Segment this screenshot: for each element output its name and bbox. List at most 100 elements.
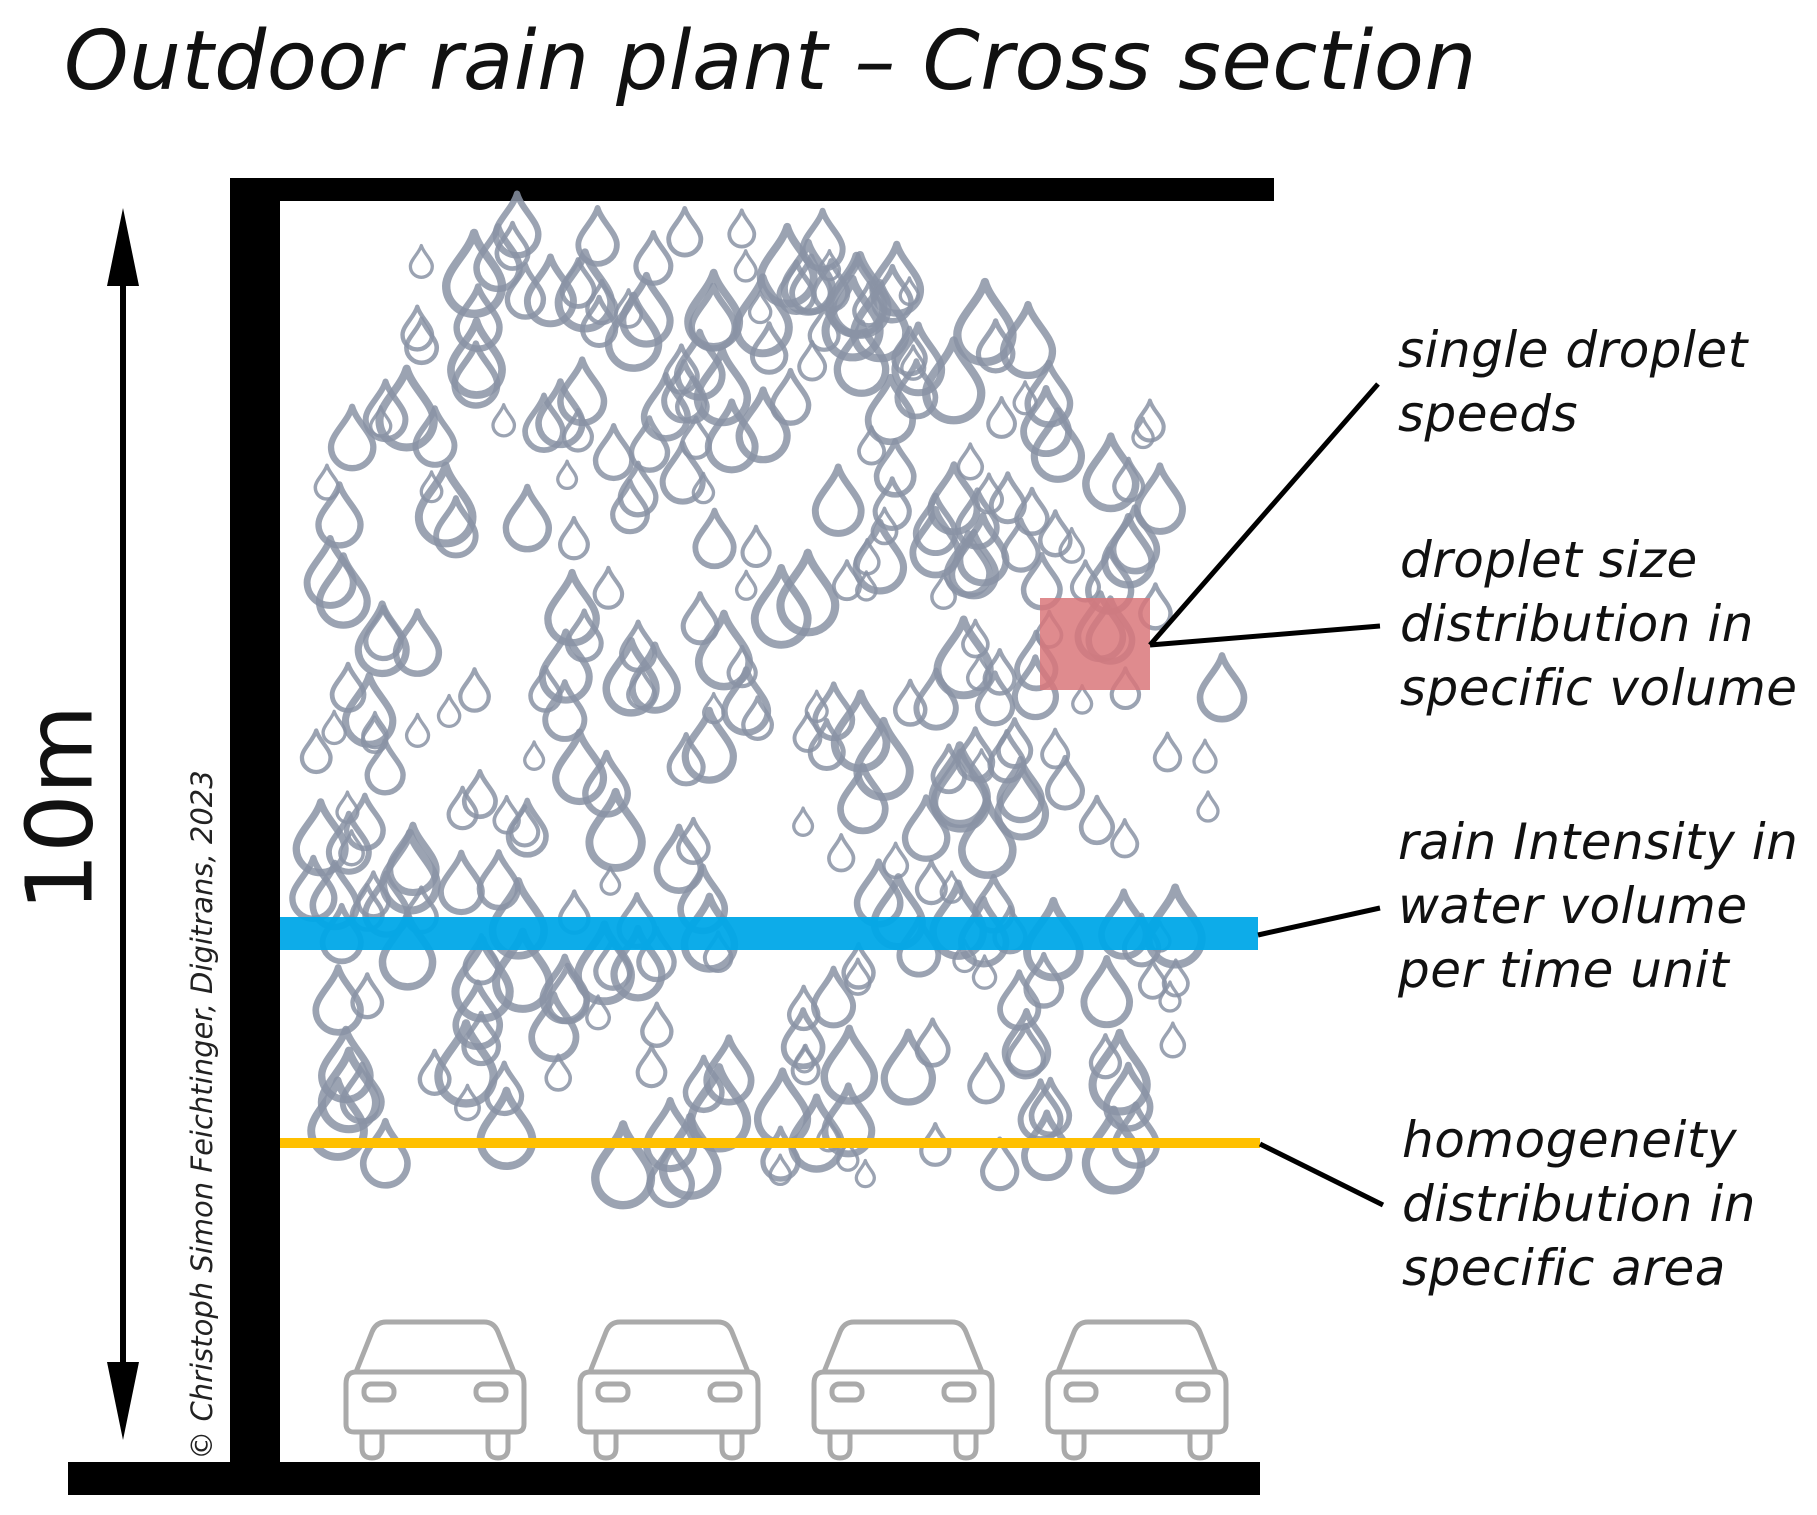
raindrop-icon <box>535 378 586 449</box>
raindrop-icon <box>636 925 677 983</box>
raindrop-icon <box>591 1120 656 1210</box>
leader-droplet-size <box>1149 623 1381 648</box>
label-rain-intensity: rain Intensity in water volume per time … <box>1398 810 1798 1002</box>
raindrop-icon <box>604 291 663 372</box>
label-line: specific volume <box>1400 659 1798 717</box>
raindrop-icon <box>892 678 928 727</box>
raindrop-icon <box>414 461 477 548</box>
raindrop-icon <box>968 748 995 784</box>
raindrop-icon <box>692 507 737 570</box>
label-line: single droplet <box>1398 321 1748 379</box>
raindrop-icon <box>967 1052 1005 1105</box>
raindrop-icon <box>453 1083 481 1122</box>
raindrop-icon <box>362 378 409 443</box>
label-line: per time unit <box>1398 941 1730 999</box>
raindrop-icon <box>954 487 1000 550</box>
raindrop-icon <box>1001 1007 1052 1077</box>
raindrop-icon <box>561 407 594 453</box>
raindrop-icon <box>653 823 705 894</box>
raindrop-icon <box>735 386 791 464</box>
raindrop-icon <box>807 718 846 772</box>
raindrop-icon <box>1005 1022 1047 1080</box>
label-line: water volume <box>1398 877 1748 935</box>
raindrop-icon <box>1111 1101 1161 1169</box>
raindrop-icon <box>1131 416 1155 450</box>
label-line: homogeneity <box>1402 1111 1738 1169</box>
raindrop-icon <box>982 647 1017 696</box>
raindrop-icon <box>788 1093 846 1173</box>
raindrop-icon <box>626 666 658 710</box>
raindrop-icon <box>988 471 1027 525</box>
raindrop-icon <box>769 367 812 426</box>
raindrop-icon <box>552 728 608 805</box>
raindrop-icon <box>727 208 757 249</box>
raindrop-icon <box>855 570 878 602</box>
raindrop-icon <box>412 405 458 468</box>
car-icon <box>343 1319 527 1461</box>
raindrop-icon <box>844 957 872 996</box>
raindrop-icon <box>740 524 772 569</box>
raindrop-icon <box>640 371 691 442</box>
raindrop-icon <box>871 263 914 324</box>
leader-lines <box>1148 382 1385 1208</box>
raindrop-icon <box>679 415 712 460</box>
diagram-title: Outdoor rain plant – Cross section <box>64 14 1477 109</box>
raindrop-icon <box>659 440 706 505</box>
raindrop-icon <box>341 672 397 748</box>
raindrop-icon <box>882 841 910 880</box>
raindrop-icon <box>810 965 857 1029</box>
raindrop-icon <box>994 764 1050 841</box>
leader-rain-intensity <box>1257 905 1381 938</box>
label-line: distribution in <box>1400 595 1754 653</box>
raindrop-icon <box>1088 1033 1123 1080</box>
raindrop-icon <box>827 833 856 873</box>
raindrop-icon <box>544 1053 573 1092</box>
raindrop-icon <box>682 1054 725 1113</box>
raindrop-icon <box>451 935 514 1023</box>
raindrop-icon <box>1030 407 1086 483</box>
raindrop-icon <box>1109 504 1161 575</box>
raindrop-icon <box>854 1158 876 1189</box>
raindrop-icon <box>356 870 391 919</box>
raindrop-icon <box>640 1001 674 1048</box>
raindrop-icon <box>592 423 635 482</box>
raindrop-icon <box>504 262 547 320</box>
raindrop-icon <box>538 628 593 704</box>
raindrop-icon <box>617 460 659 518</box>
raindrop-icon <box>523 740 546 771</box>
raindrop-icon <box>914 1017 951 1068</box>
raindrop-icon <box>312 964 364 1036</box>
raindrop-icon <box>1137 958 1168 1000</box>
raindrop-icon <box>686 1063 752 1153</box>
raindrop-icon <box>986 396 1017 439</box>
raindrop-icon <box>973 472 1005 515</box>
raindrop-icon <box>894 358 939 420</box>
car-icon <box>577 1319 761 1461</box>
raindrop-icon <box>789 253 834 316</box>
label-homogeneity: homogeneity distribution in specific are… <box>1402 1108 1756 1300</box>
raindrop-icon <box>811 463 865 537</box>
raindrop-icon <box>458 667 491 713</box>
label-line: specific area <box>1402 1239 1726 1297</box>
raindrop-icon <box>680 591 720 646</box>
label-line: distribution in <box>1402 1175 1756 1233</box>
raindrop-icon <box>315 481 364 549</box>
raindrop-icon <box>733 249 758 283</box>
left-wall <box>230 178 280 1468</box>
raindrop-icon <box>327 403 377 472</box>
raindrop-icon <box>557 515 590 561</box>
raindrop-icon <box>662 343 700 395</box>
raindrop-icon <box>476 1086 537 1170</box>
raindrop-icon <box>329 661 367 713</box>
raindrop-icon <box>350 972 385 1020</box>
raindrop-icon <box>1040 727 1071 770</box>
raindrop-icon <box>898 276 921 306</box>
raindrop-icon <box>1134 398 1166 443</box>
raindrop-icon <box>747 290 773 325</box>
raindrop-icon <box>956 442 985 481</box>
homogeneity-line <box>280 1138 1260 1148</box>
raindrop-icon <box>971 954 998 990</box>
label-line: rain Intensity in <box>1398 813 1799 871</box>
raindrop-icon <box>434 1019 498 1108</box>
